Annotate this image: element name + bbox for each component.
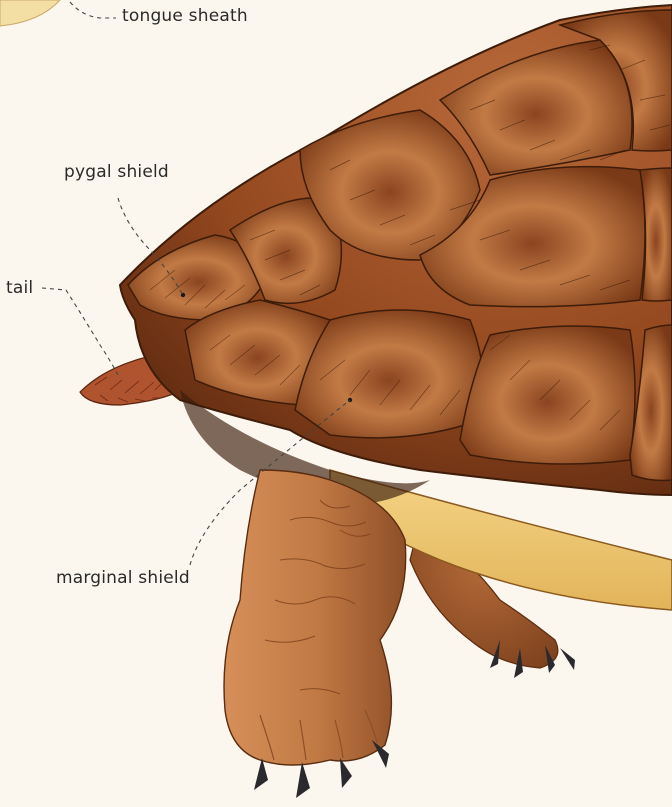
tongue-sheath-leader — [70, 2, 116, 18]
head-edge — [0, 0, 60, 26]
label-pygal-shield: pygal shield — [64, 162, 169, 182]
claw-3 — [340, 758, 352, 788]
label-tongue-sheath: tongue sheath — [122, 6, 248, 26]
claw-1 — [254, 758, 268, 790]
front-leg — [224, 470, 406, 798]
scutes — [128, 10, 672, 480]
claw-2 — [296, 762, 310, 798]
marginal-scute-3 — [460, 326, 635, 464]
label-marginal-shield: marginal shield — [56, 568, 190, 588]
tail-leader — [42, 288, 118, 375]
label-tail: tail — [6, 278, 33, 298]
costal-scute-3 — [640, 168, 672, 301]
